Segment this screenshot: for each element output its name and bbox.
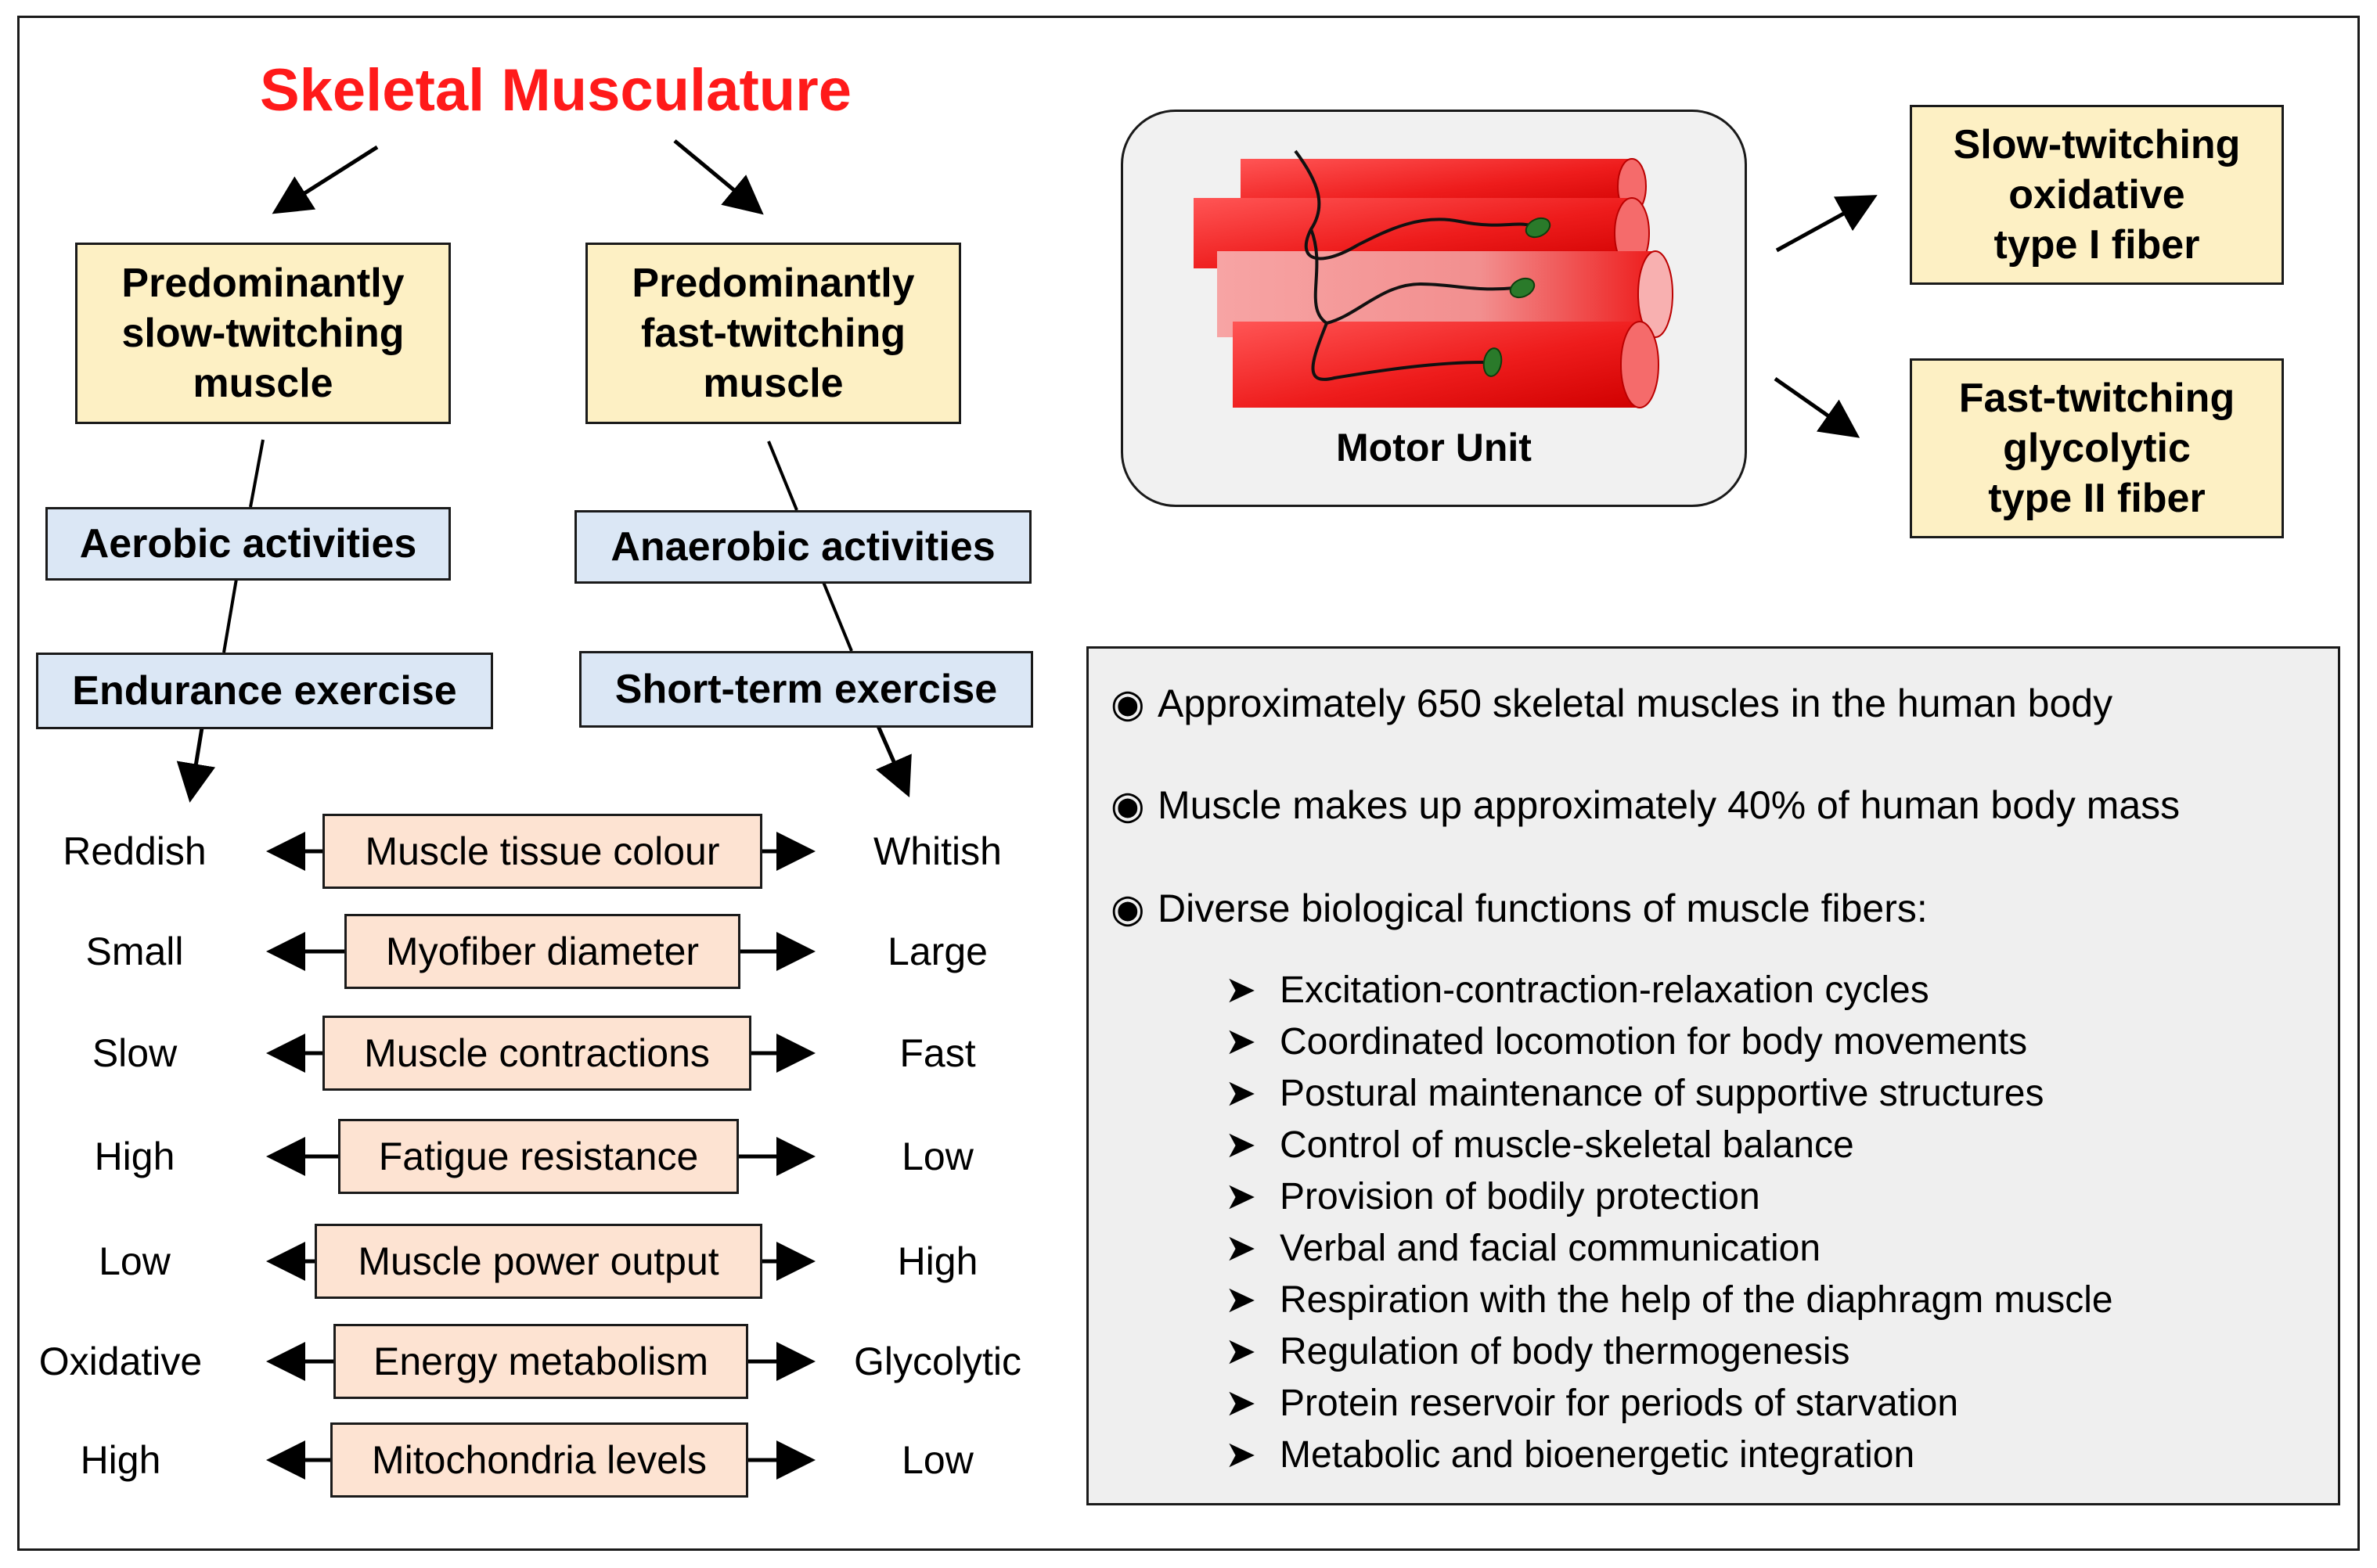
fact-text: Muscle makes up approximately 40% of hum… (1158, 783, 2181, 827)
arrow-title-to-slow (272, 145, 379, 214)
arrow-bullet-icon: ➤ (1225, 1434, 1257, 1476)
arrow-title-to-fast (673, 139, 764, 215)
arrow-bullet-icon: ➤ (1225, 1073, 1257, 1114)
fact-text: Approximately 650 skeletal muscles in th… (1158, 682, 2113, 725)
function-item: ➤ Postural maintenance of supportive stru… (1225, 1071, 2044, 1117)
muscle-fiber-bundle-illustration (1194, 149, 1673, 408)
arrow-to-type1 (1775, 195, 1878, 253)
slow-value: High (80, 1438, 161, 1482)
function-text: Postural maintenance of supportive struc… (1280, 1073, 2044, 1114)
arrow-bullet-icon: ➤ (1225, 1331, 1257, 1372)
arrow-to-type2 (1774, 376, 1860, 438)
type1-line2: oxidative (2008, 172, 2185, 218)
line-fast-to-anaerobic (767, 441, 798, 511)
type1-line3: type I fiber (1993, 222, 2200, 268)
slow-value: Low (99, 1239, 171, 1283)
arrow-bullet-icon: ➤ (1225, 1383, 1257, 1424)
fast-twitching-type2-fiber-box: Fast-twitching glycolytic type II fiber (1910, 358, 2284, 538)
type1-line1: Slow-twitching (1953, 122, 2241, 167)
property-arrows (266, 832, 816, 1480)
slow-value: Small (85, 930, 184, 973)
fast-value: Large (888, 930, 988, 973)
type2-line2: glycolytic (2003, 426, 2191, 471)
bullet-icon: ◉ (1111, 682, 1145, 725)
fact-text: Diverse biological functions of muscle f… (1158, 886, 1928, 930)
arrow-short-down (876, 725, 912, 798)
function-text: Control of muscle-skeletal balance (1280, 1124, 1854, 1166)
motor-unit-label: Motor Unit (1336, 426, 1532, 469)
fact-item: ◉ Approximately 650 skeletal muscles in t… (1111, 680, 2112, 727)
type2-line3: type II fiber (1988, 476, 2206, 521)
diagram-title: Skeletal Musculature (259, 57, 852, 124)
fast-value: Glycolytic (854, 1340, 1021, 1383)
line-anaerobic-to-short (822, 581, 853, 652)
slow-value: Oxidative (38, 1340, 203, 1383)
arrow-bullet-icon: ➤ (1225, 969, 1257, 1011)
line-aerobic-to-endurance (222, 578, 238, 653)
property-label-box: Myofiber diameter (344, 914, 740, 989)
slow-value: Slow (92, 1031, 178, 1075)
arrow-endurance-down (176, 727, 216, 803)
motor-unit-panel: Motor Unit (1121, 110, 1747, 507)
muscle-facts-panel: ◉ Approximately 650 skeletal muscles in t… (1086, 646, 2340, 1505)
function-item: ➤ Respiration with the help of the diaphr… (1225, 1278, 2113, 1323)
arrow-bullet-icon: ➤ (1225, 1124, 1257, 1166)
function-text: Protein reservoir for periods of starvat… (1280, 1383, 1959, 1424)
property-label-box: Muscle power output (315, 1224, 762, 1299)
fast-value: High (897, 1239, 978, 1283)
slow-value: High (94, 1135, 175, 1178)
function-text: Metabolic and bioenergetic integration (1280, 1434, 1915, 1476)
function-item: ➤ Excitation-contraction-relaxation cycle… (1225, 968, 1929, 1013)
function-text: Respiration with the help of the diaphra… (1280, 1279, 2113, 1321)
arrow-bullet-icon: ➤ (1225, 1176, 1257, 1217)
fast-value: Low (902, 1438, 974, 1482)
arrow-bullet-icon: ➤ (1225, 1279, 1257, 1321)
slow-value: Reddish (63, 829, 207, 873)
fact-item: ◉ Muscle makes up approximately 40% of hu… (1111, 782, 2180, 829)
fast-twitching-muscle-box: Predominantly fast-twitching muscle (585, 243, 961, 424)
bullet-icon: ◉ (1111, 886, 1145, 930)
fast-value: Whitish (873, 829, 1002, 873)
function-text: Provision of bodily protection (1280, 1176, 1760, 1217)
fact-item: ◉ Diverse biological functions of muscle … (1111, 885, 1928, 932)
function-text: Regulation of body thermogenesis (1280, 1331, 1850, 1372)
function-item: ➤ Metabolic and bioenergetic integration (1225, 1433, 1914, 1478)
slow-twitching-muscle-box: Predominantly slow-twitching muscle (75, 243, 451, 424)
function-item: ➤ Control of muscle-skeletal balance (1225, 1123, 1854, 1168)
figure-frame (17, 16, 2360, 1551)
anaerobic-activities-box: Anaerobic activities (574, 510, 1032, 584)
function-item: ➤ Regulation of body thermogenesis (1225, 1329, 1849, 1375)
arrow-bullet-icon: ➤ (1225, 1021, 1257, 1063)
fast-value: Fast (899, 1031, 976, 1075)
type2-line1: Fast-twitching (1958, 376, 2235, 421)
property-label-box: Muscle contractions (322, 1016, 751, 1091)
property-label-box: Mitochondria levels (330, 1422, 748, 1498)
function-item: ➤ Protein reservoir for periods of starva… (1225, 1381, 1958, 1426)
short-term-exercise-box: Short-term exercise (579, 651, 1033, 728)
function-text: Verbal and facial communication (1280, 1228, 1821, 1269)
aerobic-activities-box: Aerobic activities (45, 507, 451, 581)
function-item: ➤ Provision of bodily protection (1225, 1174, 1760, 1220)
function-item: ➤ Verbal and facial communication (1225, 1226, 1821, 1271)
fast-value: Low (902, 1135, 974, 1178)
endurance-exercise-box: Endurance exercise (36, 653, 493, 729)
property-label-box: Fatigue resistance (338, 1119, 739, 1194)
property-label-box: Muscle tissue colour (322, 814, 762, 889)
function-text: Coordinated locomotion for body movement… (1280, 1021, 2028, 1063)
slow-twitching-type1-fiber-box: Slow-twitching oxidative type I fiber (1910, 105, 2284, 285)
line-slow-to-aerobic (249, 439, 265, 508)
property-label-box: Energy metabolism (333, 1324, 748, 1399)
function-text: Excitation-contraction-relaxation cycles (1280, 969, 1929, 1011)
function-item: ➤ Coordinated locomotion for body movemen… (1225, 1020, 2027, 1065)
arrow-bullet-icon: ➤ (1225, 1228, 1257, 1269)
bullet-icon: ◉ (1111, 783, 1145, 827)
